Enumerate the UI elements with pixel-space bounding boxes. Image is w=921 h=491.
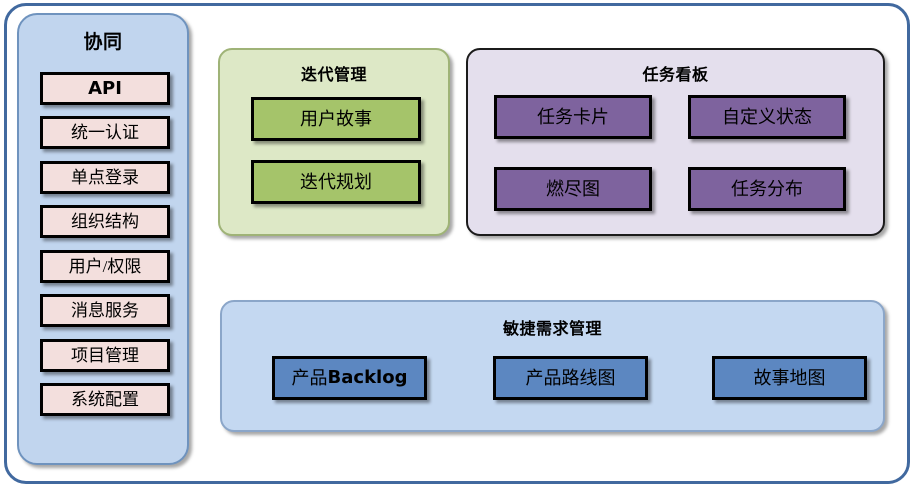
panel-collaboration[interactable]: 协同 API 统一认证 单点登录 组织结构 用户/权限 消息服务 项目管理 系统… <box>17 13 189 465</box>
taskboard-item-custom-status[interactable]: 自定义状态 <box>688 95 846 139</box>
collab-item-sso[interactable]: 单点登录 <box>40 161 170 194</box>
collab-item-api[interactable]: API <box>40 72 170 105</box>
collab-item-project-management[interactable]: 项目管理 <box>40 339 170 372</box>
iteration-item-iteration-planning[interactable]: 迭代规划 <box>251 160 421 204</box>
taskboard-item-task-card[interactable]: 任务卡片 <box>494 95 652 139</box>
agile-item-product-roadmap[interactable]: 产品路线图 <box>493 356 648 400</box>
agile-item-story-map[interactable]: 故事地图 <box>712 356 867 400</box>
collab-item-message-service[interactable]: 消息服务 <box>40 294 170 327</box>
panel-task-board[interactable]: 任务看板 任务卡片 自定义状态 燃尽图 任务分布 <box>466 48 885 236</box>
taskboard-item-task-distribution[interactable]: 任务分布 <box>688 167 846 211</box>
collab-item-unified-auth[interactable]: 统一认证 <box>40 116 170 149</box>
panel-iteration-management[interactable]: 迭代管理 用户故事 迭代规划 <box>218 48 450 236</box>
iteration-item-user-story[interactable]: 用户故事 <box>251 97 421 141</box>
agile-item-product-backlog-cn: 产品 <box>291 368 328 388</box>
panel-collaboration-title: 协同 <box>83 31 123 53</box>
collab-item-system-config[interactable]: 系统配置 <box>40 383 170 416</box>
agile-item-product-backlog-en: Backlog <box>327 367 408 388</box>
panel-task-board-title: 任务看板 <box>642 65 709 84</box>
panel-agile-requirements-title: 敏捷需求管理 <box>502 319 602 338</box>
collab-item-user-permission[interactable]: 用户/权限 <box>40 250 170 283</box>
collab-item-org-structure[interactable]: 组织结构 <box>40 205 170 238</box>
taskboard-item-burndown-chart[interactable]: 燃尽图 <box>494 167 652 211</box>
panel-iteration-title: 迭代管理 <box>300 65 367 84</box>
